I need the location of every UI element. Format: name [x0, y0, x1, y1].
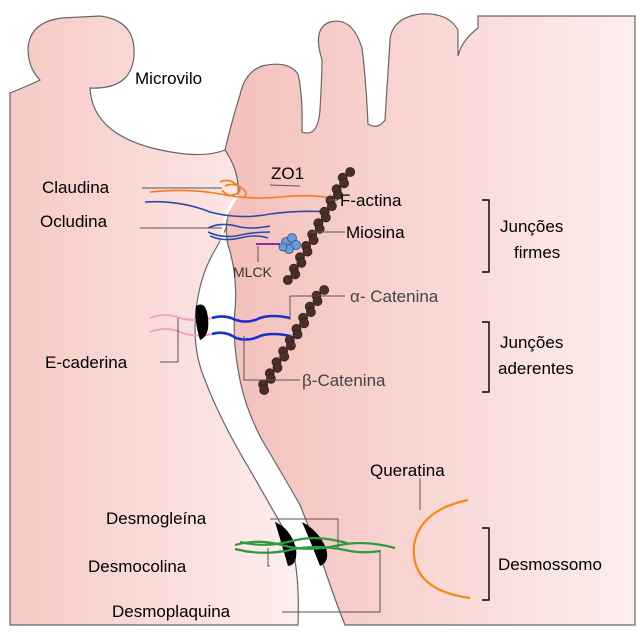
- label-miosina: Miosina: [346, 223, 405, 242]
- actin-bead: [320, 285, 329, 294]
- label-desmogleina: Desmogleína: [106, 509, 207, 528]
- label-f-actina: F-actina: [340, 191, 402, 210]
- actin-bead: [297, 258, 306, 267]
- actin-bead: [266, 374, 275, 383]
- actin-bead: [293, 330, 302, 339]
- label-zo1: ZO1: [271, 164, 304, 183]
- actin-bead: [327, 202, 336, 211]
- actin-bead: [321, 213, 330, 222]
- label-claudina: Claudina: [42, 178, 110, 197]
- actin-bead: [306, 308, 315, 317]
- label-juncoes-firmes-1: Junções: [500, 217, 563, 236]
- actin-bead: [260, 385, 269, 394]
- actin-bead: [303, 247, 312, 256]
- label-alfa-catenina: α- Catenina: [350, 287, 439, 306]
- label-juncoes-aderentes-1: Junções: [500, 333, 563, 352]
- label-ocludina: Ocludina: [40, 212, 108, 231]
- label-desmossomo: Desmossomo: [498, 555, 602, 574]
- label-juncoes-aderentes-2: aderentes: [498, 359, 574, 378]
- actin-bead: [291, 270, 300, 279]
- label-microvilo: Microvilo: [135, 69, 202, 88]
- label-queratina: Queratina: [370, 461, 445, 480]
- label-e-caderina: E-caderina: [45, 353, 128, 372]
- actin-bead: [309, 236, 318, 245]
- label-desmocolina: Desmocolina: [88, 557, 187, 576]
- actin-bead: [286, 341, 295, 350]
- label-beta-catenina: β-Catenina: [302, 371, 386, 390]
- label-desmoplaquina: Desmoplaquina: [112, 602, 231, 621]
- label-mlck: MLCK: [233, 264, 273, 280]
- actin-bead: [280, 352, 289, 361]
- actin-bead: [283, 275, 292, 284]
- label-juncoes-firmes-2: firmes: [514, 243, 560, 262]
- actin-bead: [346, 167, 355, 176]
- actin-bead: [340, 179, 349, 188]
- actin-bead: [273, 363, 282, 372]
- actin-bead: [300, 319, 309, 328]
- actin-bead: [313, 297, 322, 306]
